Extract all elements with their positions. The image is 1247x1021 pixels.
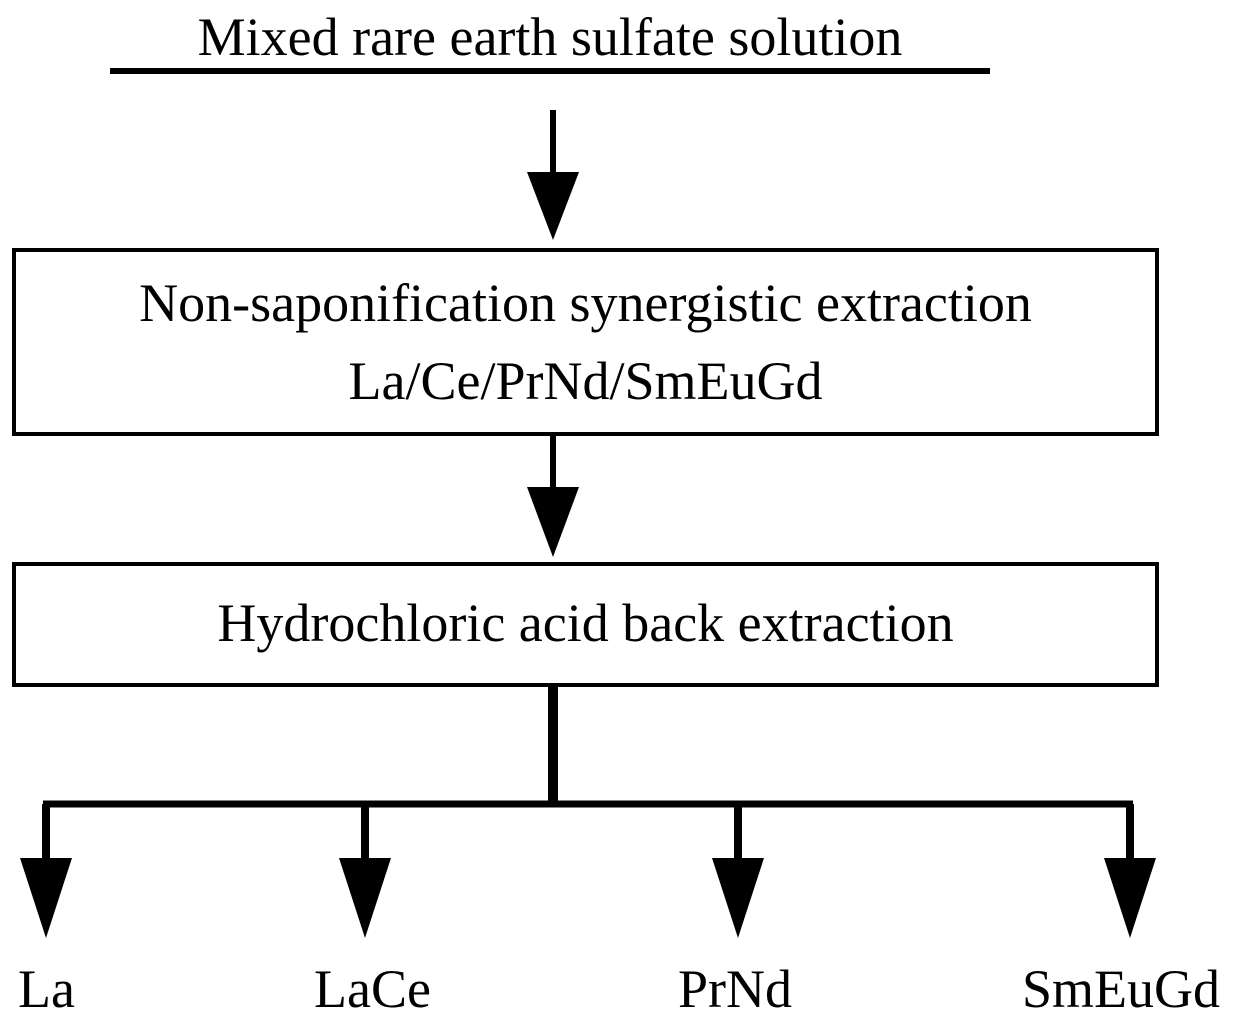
output-prnd: PrNd	[678, 959, 793, 1019]
branch-prnd-head	[712, 858, 764, 938]
branch-la-head	[20, 858, 72, 938]
output-la: La	[18, 959, 75, 1019]
output-smeugd: SmEuGd	[1022, 959, 1221, 1019]
output-lace: LaCe	[314, 959, 431, 1019]
arrow-source-to-step1-head	[527, 172, 579, 240]
step2-title: Hydrochloric acid back extraction	[217, 593, 954, 653]
branch-lace-head	[339, 858, 391, 938]
arrow-step1-to-step2-head	[527, 487, 579, 557]
branch-smeugd-head	[1104, 858, 1156, 938]
step1-subtitle: La/Ce/PrNd/SmEuGd	[348, 351, 823, 411]
source-label: Mixed rare earth sulfate solution	[197, 7, 903, 67]
step2-box: Hydrochloric acid back extraction	[12, 562, 1159, 687]
step1-box: Non-saponification synergistic extractio…	[12, 248, 1159, 436]
step1-title: Non-saponification synergistic extractio…	[139, 273, 1032, 333]
